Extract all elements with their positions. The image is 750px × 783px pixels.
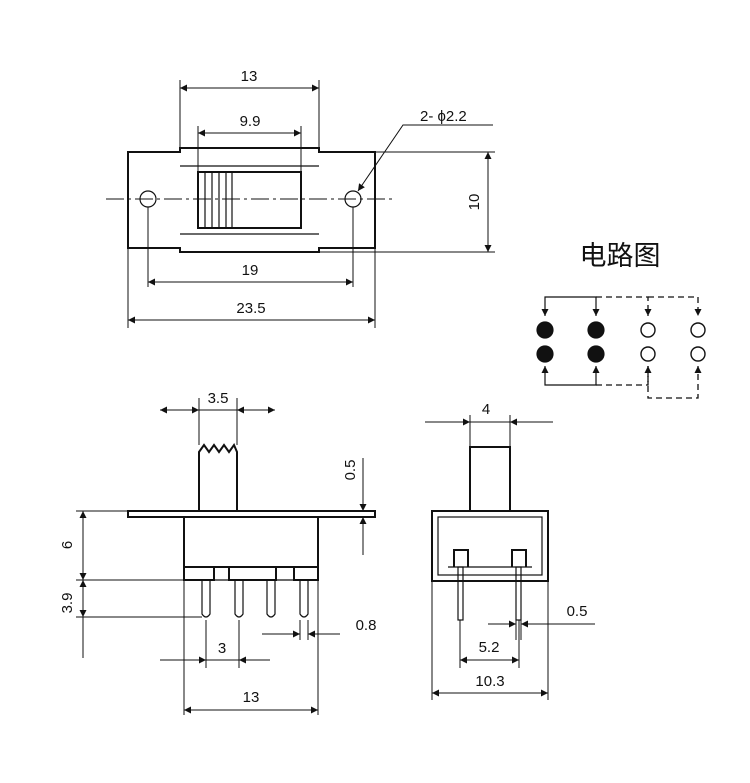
front-body bbox=[183, 517, 319, 568]
circuit-top-bracket bbox=[541, 296, 600, 316]
side-terminal-left bbox=[453, 549, 469, 567]
dim-pin-pitch: 3 bbox=[218, 640, 226, 657]
front-base bbox=[183, 567, 319, 581]
dim-pin-length: 3.9 bbox=[59, 593, 76, 614]
dim-pin-thickness: 0.5 bbox=[567, 603, 588, 620]
side-actuator bbox=[469, 446, 511, 512]
side-terminal-right bbox=[511, 549, 527, 567]
dim-front-body-length: 13 bbox=[243, 689, 260, 706]
dim-side-body-width: 10.3 bbox=[475, 673, 504, 690]
front-view: 3.5 0.5 6 3.9 3 0.8 13 bbox=[59, 390, 376, 715]
dim-slot: 9.9 bbox=[240, 113, 261, 130]
dim-row-spacing: 5.2 bbox=[479, 639, 500, 656]
dim-hole-spacing: 19 bbox=[242, 262, 259, 279]
slider-slot bbox=[197, 171, 302, 229]
dim-plate-thickness: 0.5 bbox=[342, 460, 359, 481]
slider-knob-ridges bbox=[197, 171, 233, 229]
dim-height: 10 bbox=[466, 194, 483, 211]
top-flange-outline bbox=[127, 147, 376, 253]
circuit-contacts bbox=[536, 321, 706, 363]
dim-body-height: 6 bbox=[59, 541, 76, 549]
circuit-diagram: 电路图 bbox=[536, 241, 706, 399]
side-view: 4 0.5 5.2 10.3 bbox=[425, 401, 595, 700]
dim-pin-width: 0.8 bbox=[356, 617, 377, 634]
top-view: 13 9.9 2- ϕ2.2 19 23.5 10 bbox=[106, 68, 495, 328]
dim-holes: 2- ϕ2.2 bbox=[420, 108, 467, 125]
front-pins bbox=[201, 580, 309, 618]
circuit-title: 电路图 bbox=[580, 241, 661, 272]
side-body bbox=[431, 510, 549, 582]
dim-overall-length: 13 bbox=[241, 68, 258, 85]
dim-front-actuator-width: 3.5 bbox=[208, 390, 229, 407]
front-actuator bbox=[198, 442, 238, 511]
front-flange-plate bbox=[127, 510, 376, 518]
dim-flange-length: 23.5 bbox=[236, 300, 265, 317]
circuit-bottom-bracket bbox=[541, 366, 600, 386]
dim-side-actuator-width: 4 bbox=[482, 401, 490, 418]
